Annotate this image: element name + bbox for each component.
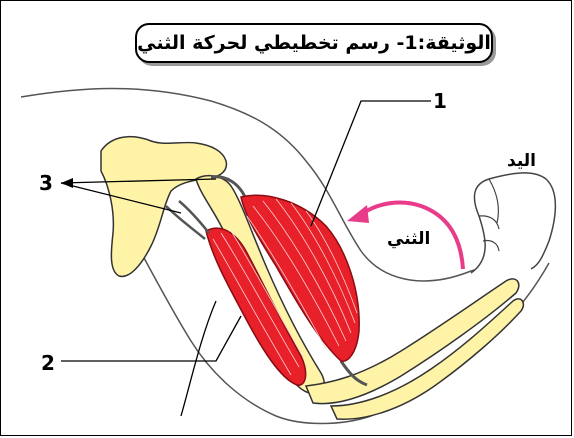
flexion-arrowhead bbox=[347, 205, 369, 223]
arrowhead-3a bbox=[61, 178, 73, 188]
label-flexion: الثني bbox=[387, 229, 430, 249]
scapula-bone bbox=[101, 137, 226, 277]
label-1: 1 bbox=[433, 89, 447, 113]
label-3: 3 bbox=[39, 171, 53, 195]
hand-drawing bbox=[471, 173, 555, 273]
tendon-upper bbox=[179, 201, 209, 233]
label-2: 2 bbox=[41, 351, 55, 375]
label-hand: اليد bbox=[507, 151, 536, 171]
torso-line bbox=[181, 301, 216, 416]
leader-line-2 bbox=[61, 316, 241, 361]
